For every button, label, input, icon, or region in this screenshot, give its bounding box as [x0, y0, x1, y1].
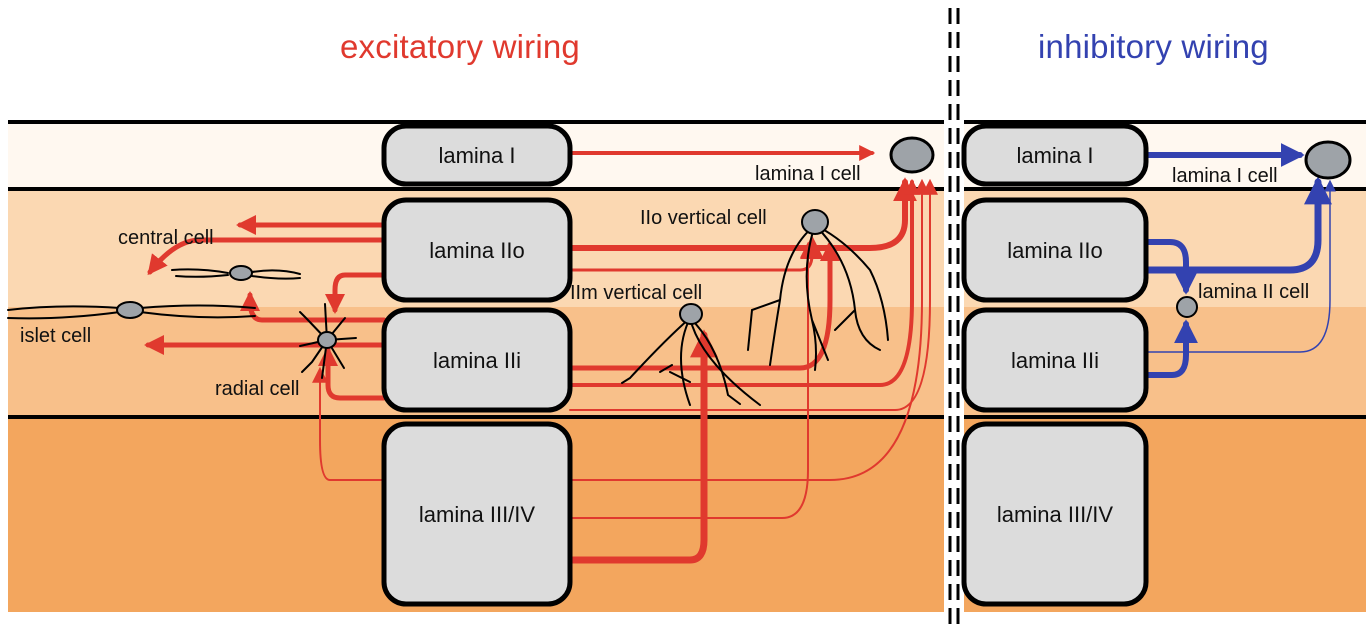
label-inh-lamina-IIo: lamina IIo	[1007, 238, 1102, 263]
arrow-IIIIV-to-laminaI-cell-b	[312, 366, 385, 481]
inh-lamina-I-cell-body	[1304, 140, 1352, 180]
panel-divider	[944, 0, 964, 630]
label-inh-lamina-II-cell: lamina II cell	[1198, 281, 1309, 303]
label-IIo-vertical-cell: IIo vertical cell	[640, 207, 767, 229]
box-inh-lamina-III-IV	[961, 421, 1149, 607]
inhibitory-cell-labels: lamina I cell lamina II cell	[1172, 165, 1309, 303]
arrow-inh-IIo-to-laminaII-cell	[1143, 239, 1198, 295]
label-inh-lamina-I: lamina I	[1016, 143, 1093, 168]
arrow-IIIIV-to-IIo-vertical	[569, 241, 816, 519]
lamina-I-cell-body	[889, 136, 935, 174]
arrow-IIo-to-laminaI-cell	[567, 177, 917, 251]
arrow-inh-IIo-to-laminaI-cell	[1142, 176, 1332, 274]
arrow-radial-to-laminaI-cell	[569, 178, 938, 411]
title-inhibitory-wiring: inhibitory wiring	[1038, 28, 1269, 65]
inhibitory-pathways	[1142, 143, 1336, 378]
arrow-IIIIV-to-laminaI-cell-a	[569, 178, 930, 481]
inhibitory-neurons	[1176, 140, 1352, 318]
arrow-IIIIV-to-IIm-vertical	[566, 329, 718, 564]
excitatory-cell-labels: lamina I cell IIo vertical cell IIm vert…	[20, 163, 861, 400]
radial-cell-body	[299, 303, 357, 379]
excitatory-neurons	[7, 136, 935, 406]
label-inh-lamina-IIi: lamina IIi	[1011, 348, 1099, 373]
box-lamina-I	[381, 123, 573, 187]
label-lamina-III-IV: lamina III/IV	[419, 502, 535, 527]
box-inh-lamina-IIi	[961, 307, 1149, 413]
box-inh-lamina-IIo	[961, 197, 1149, 303]
label-lamina-IIi: lamina IIi	[433, 348, 521, 373]
arrow-IIo-to-islet	[147, 237, 387, 276]
islet-cell-body	[7, 301, 256, 320]
label-inh-lamina-III-IV: lamina III/IV	[997, 502, 1113, 527]
label-IIm-vertical-cell: IIm vertical cell	[570, 282, 702, 304]
label-inh-lamina-I-cell: lamina I cell	[1172, 165, 1278, 187]
inhibitory-box-labels: lamina I lamina IIo lamina IIi lamina II…	[997, 143, 1113, 527]
label-radial-cell: radial cell	[215, 378, 299, 400]
label-lamina-I: lamina I	[438, 143, 515, 168]
label-lamina-I-cell: lamina I cell	[755, 163, 861, 185]
arrow-inh-IIi-to-laminaII-cell	[1143, 319, 1198, 378]
excitatory-box-labels: lamina I lamina IIo lamina IIi lamina II…	[419, 143, 535, 527]
box-inh-lamina-I	[961, 123, 1149, 187]
arrow-inh-IIi-to-laminaI-cell	[1145, 179, 1336, 353]
title-excitatory-wiring: excitatory wiring	[340, 28, 580, 65]
band-lamina-III-IV	[8, 417, 1366, 612]
label-central-cell: central cell	[118, 227, 214, 249]
arrow-IIo-to-radial	[325, 272, 387, 314]
central-cell-body	[171, 265, 301, 281]
inh-lamina-II-cell-body	[1176, 296, 1198, 318]
arrow-IIi-to-IIo-vertical	[567, 241, 840, 371]
box-lamina-IIi	[381, 307, 573, 413]
inhibitory-lamina-boxes	[961, 123, 1149, 607]
excitatory-lamina-boxes	[381, 123, 573, 607]
box-lamina-IIo	[381, 197, 573, 303]
excitatory-pathways	[144, 145, 938, 564]
IIo-vertical-cell-body	[747, 209, 889, 371]
arrow-IIi-to-radial	[318, 346, 387, 401]
IIm-vertical-cell-body	[621, 303, 761, 406]
label-lamina-IIo: lamina IIo	[429, 238, 524, 263]
arrow-IIi-to-laminaI-cell	[568, 178, 920, 387]
arrow-IIi-to-central	[240, 291, 387, 323]
box-lamina-III-IV	[381, 421, 573, 607]
label-islet-cell: islet cell	[20, 325, 91, 347]
